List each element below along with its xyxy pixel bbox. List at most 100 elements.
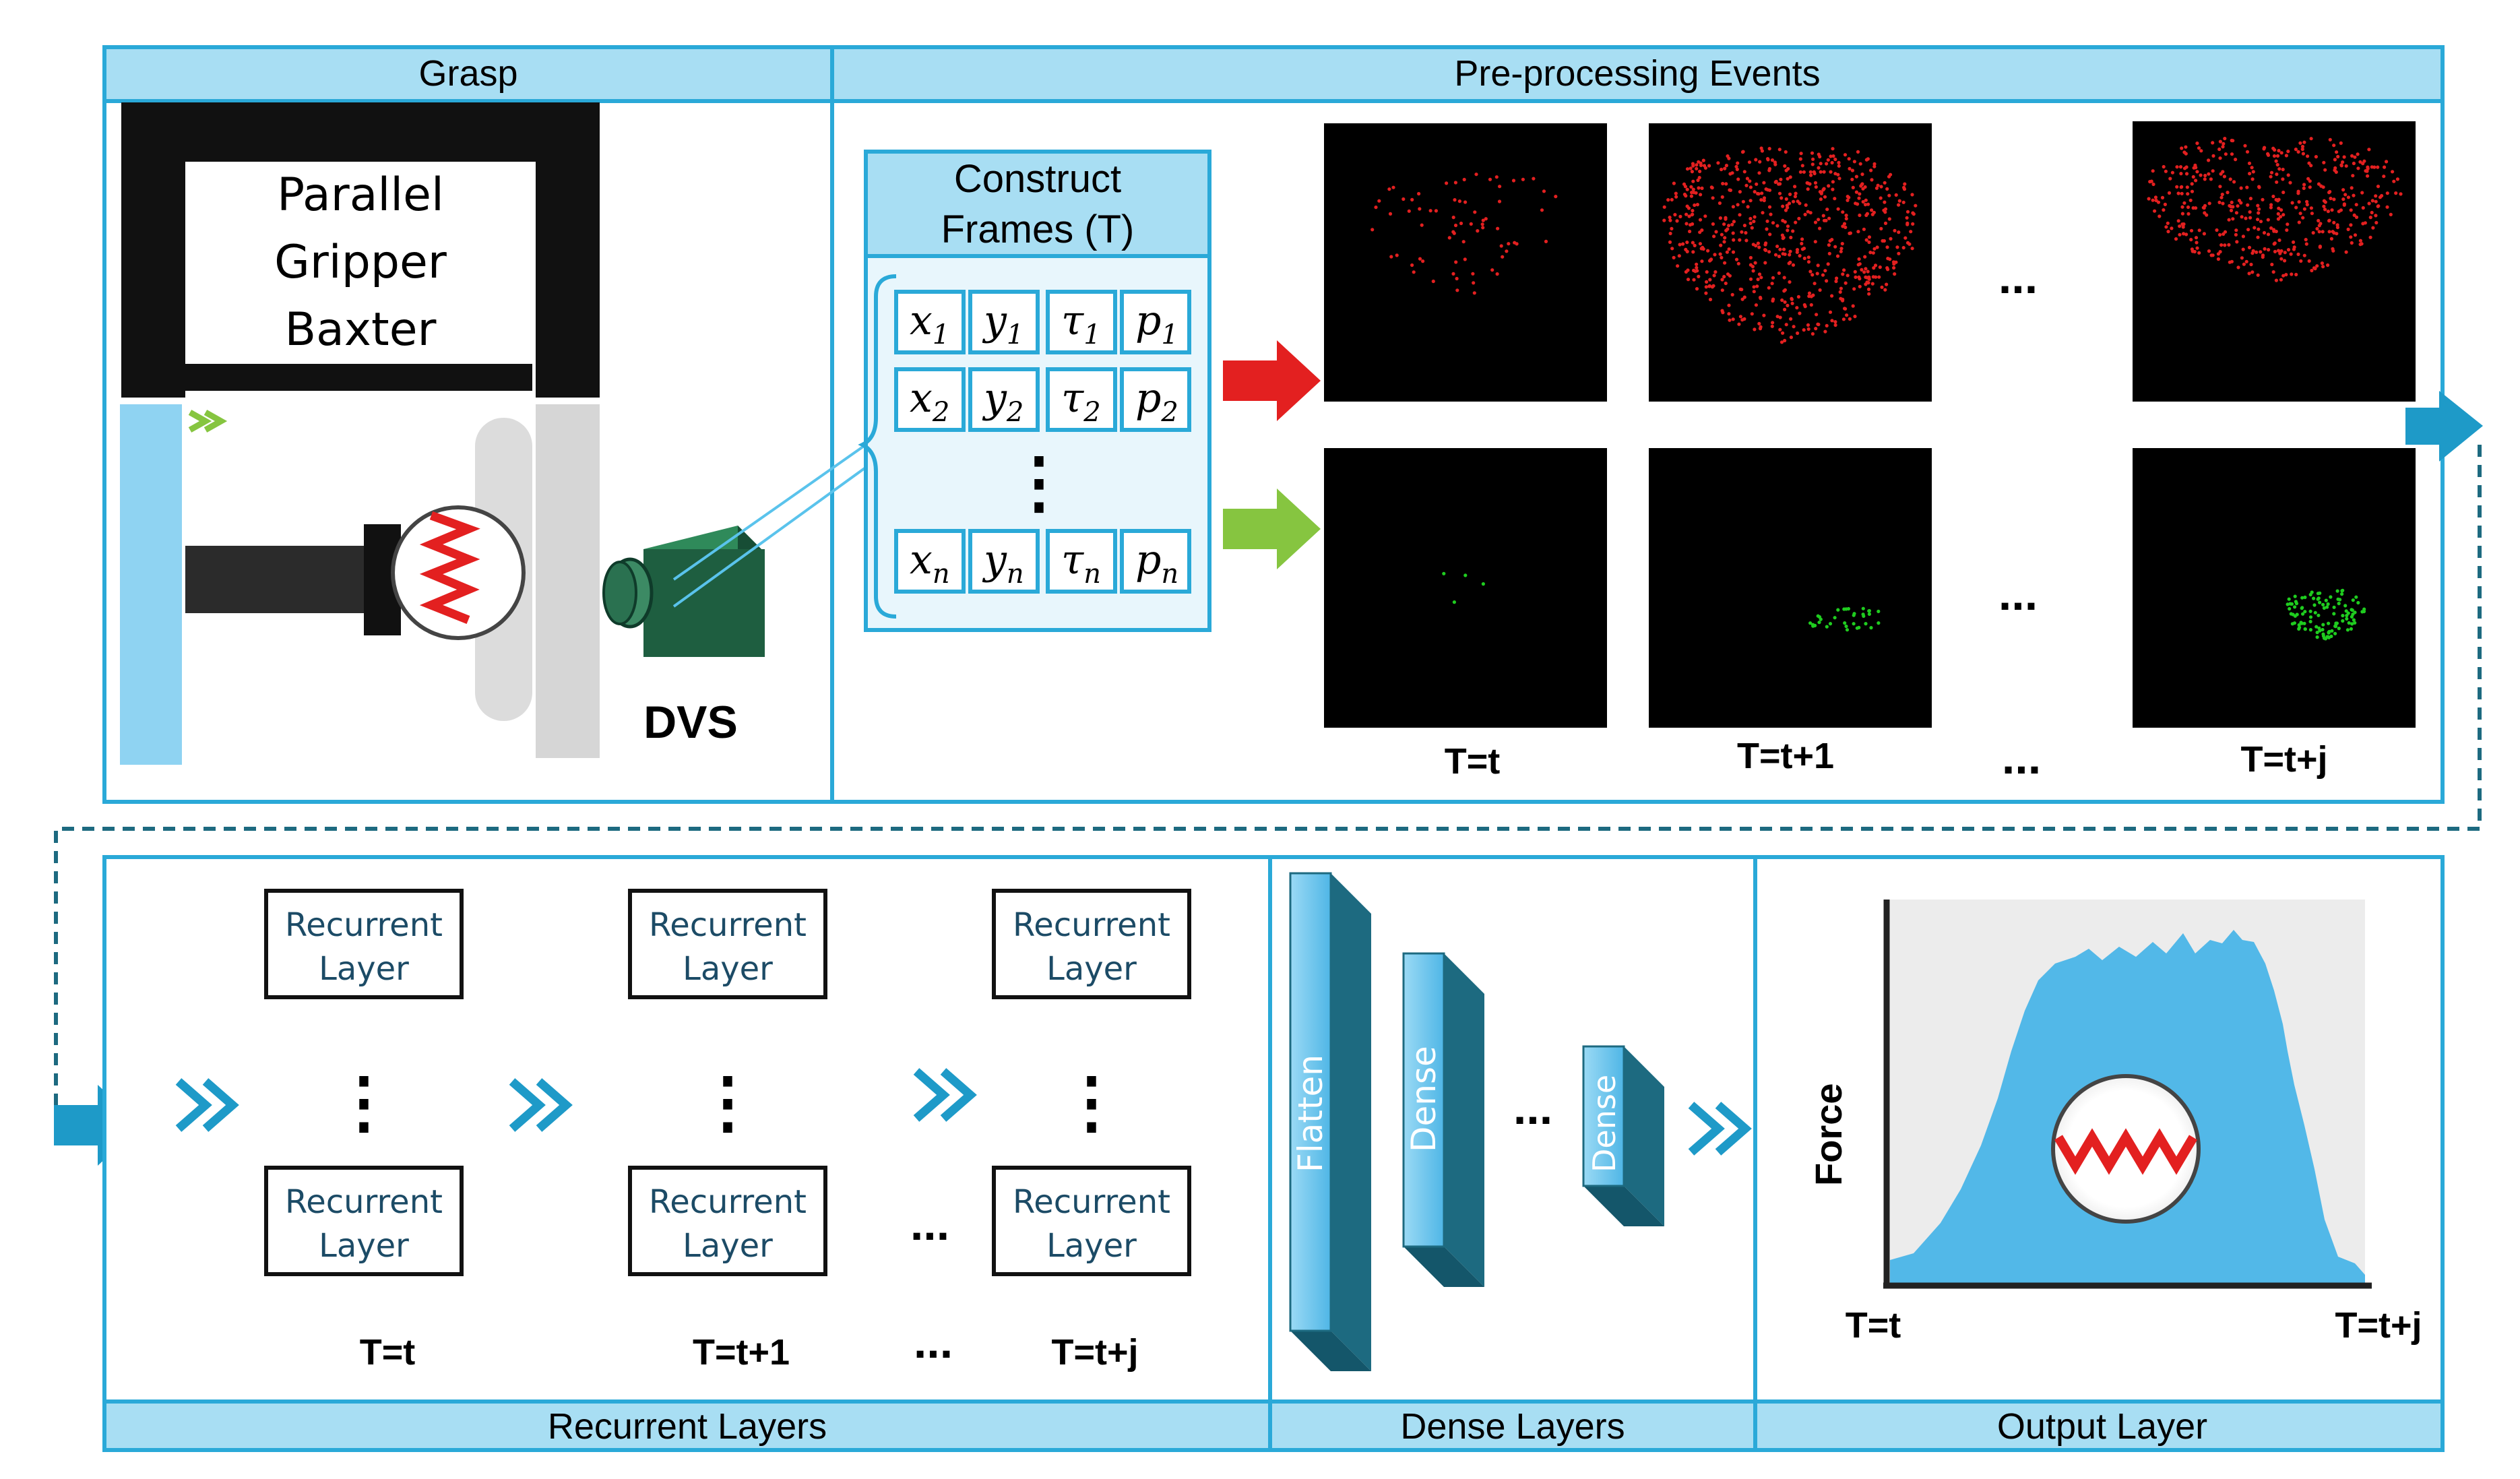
event-dot xyxy=(1897,230,1901,234)
event-dot xyxy=(2277,149,2281,153)
event-dot xyxy=(2314,625,2319,629)
event-dot xyxy=(2374,214,2378,218)
event-dot xyxy=(2317,218,2321,223)
chevron-right-icon xyxy=(509,1078,546,1132)
event-dot xyxy=(2310,212,2314,216)
event-dot xyxy=(1839,286,1843,290)
event-dot xyxy=(1830,319,1834,323)
event-dot xyxy=(2203,173,2207,178)
event-dot xyxy=(1783,338,1787,343)
recurrent-labels-ellipsis: ... xyxy=(914,1315,953,1368)
event-dot xyxy=(2329,595,2333,599)
event-dot xyxy=(1451,216,1455,220)
event-dot xyxy=(1770,158,1775,162)
event-dot xyxy=(1807,294,1811,298)
event-dot xyxy=(2367,201,2371,206)
event-dot xyxy=(1807,291,1812,295)
event-dot xyxy=(2293,605,2297,609)
event-dot xyxy=(2181,225,2185,229)
event-dot xyxy=(1828,310,1833,314)
event-dot xyxy=(2346,195,2350,199)
event-dot xyxy=(2178,165,2183,169)
event-dot xyxy=(2197,251,2201,255)
event-dot xyxy=(1454,260,1458,264)
event-dot xyxy=(2308,619,2312,624)
construct-frames-line2: Frames (T) xyxy=(941,208,1135,251)
event-dot xyxy=(1810,151,1815,155)
event-dot xyxy=(2287,597,2291,601)
event-dot xyxy=(2374,220,2379,225)
gripper-bottom-bar xyxy=(185,364,532,391)
event-dot xyxy=(2236,265,2240,270)
event-dot xyxy=(1790,297,1794,301)
construct-frames-header xyxy=(864,150,1211,258)
event-dot xyxy=(2323,168,2327,172)
event-dot xyxy=(2184,172,2189,176)
event-dot xyxy=(1813,282,1817,286)
event-dot xyxy=(2308,628,2312,632)
event-dot xyxy=(2281,274,2286,278)
recurrent-layer-line2: Layer xyxy=(1046,950,1137,988)
event-dot xyxy=(1840,242,1844,246)
output-force-chart: Force T=t T=t+j xyxy=(1807,900,2422,1346)
event-dot xyxy=(1806,210,1810,214)
event-dot xyxy=(1894,193,1898,197)
event-dot xyxy=(2286,222,2290,226)
event-dot xyxy=(1864,198,1868,202)
event-dot xyxy=(2290,272,2294,276)
event-dot xyxy=(1684,222,1689,226)
event-frames xyxy=(1324,121,2416,728)
event-dot xyxy=(2341,197,2345,201)
event-dot xyxy=(1781,237,1785,241)
event-dot xyxy=(1773,253,1778,257)
event-dot xyxy=(1844,216,1848,221)
event-dot xyxy=(2302,621,2306,625)
event-dot xyxy=(1722,222,1726,226)
event-dot xyxy=(1736,261,1740,265)
event-dot xyxy=(2299,621,2303,625)
event-dot xyxy=(1882,239,1886,243)
event-dot xyxy=(2334,621,2338,625)
event-dot xyxy=(1818,190,1822,194)
event-dot xyxy=(1797,216,1801,220)
event-dot xyxy=(1728,188,1732,192)
event-dot xyxy=(1771,221,1775,225)
event-dot xyxy=(2232,180,2236,184)
event-dot xyxy=(1674,191,1678,195)
event-dot xyxy=(2292,245,2296,249)
event-dot xyxy=(1377,199,1381,203)
event-dot xyxy=(2242,262,2246,266)
event-dot xyxy=(2349,208,2353,212)
event-dot xyxy=(1736,161,1740,165)
event-dot xyxy=(2362,159,2366,163)
event-dot xyxy=(2250,166,2254,170)
event-dot xyxy=(1702,164,1707,168)
event-dot xyxy=(1841,317,1846,321)
event-dot xyxy=(1905,221,1910,225)
event-dot xyxy=(1767,205,1772,209)
event-dot xyxy=(2374,194,2378,198)
event-dot xyxy=(1668,231,1672,236)
event-dot xyxy=(1846,198,1850,202)
event-dot xyxy=(1752,285,1756,289)
output-footer xyxy=(1753,1399,2445,1452)
event-dot xyxy=(2298,212,2302,216)
event-dot xyxy=(2239,186,2243,190)
event-dot xyxy=(2306,154,2310,158)
camera-lens-icon xyxy=(602,561,637,625)
gripper-top-bar xyxy=(121,102,600,162)
event-dot xyxy=(1839,247,1844,251)
event-dot xyxy=(2194,236,2199,240)
event-dot xyxy=(1887,175,1891,179)
event-dot xyxy=(1708,297,1713,302)
event-dot xyxy=(1792,199,1796,203)
event-dot xyxy=(1878,265,1882,270)
event-dot xyxy=(2209,253,2213,257)
event-dot xyxy=(1877,621,1881,625)
event-dot xyxy=(2247,245,2252,249)
event-dot xyxy=(2263,247,2267,251)
event-dot xyxy=(1734,164,1738,168)
event-dot xyxy=(1806,323,1810,327)
event-dot xyxy=(2352,618,2356,622)
